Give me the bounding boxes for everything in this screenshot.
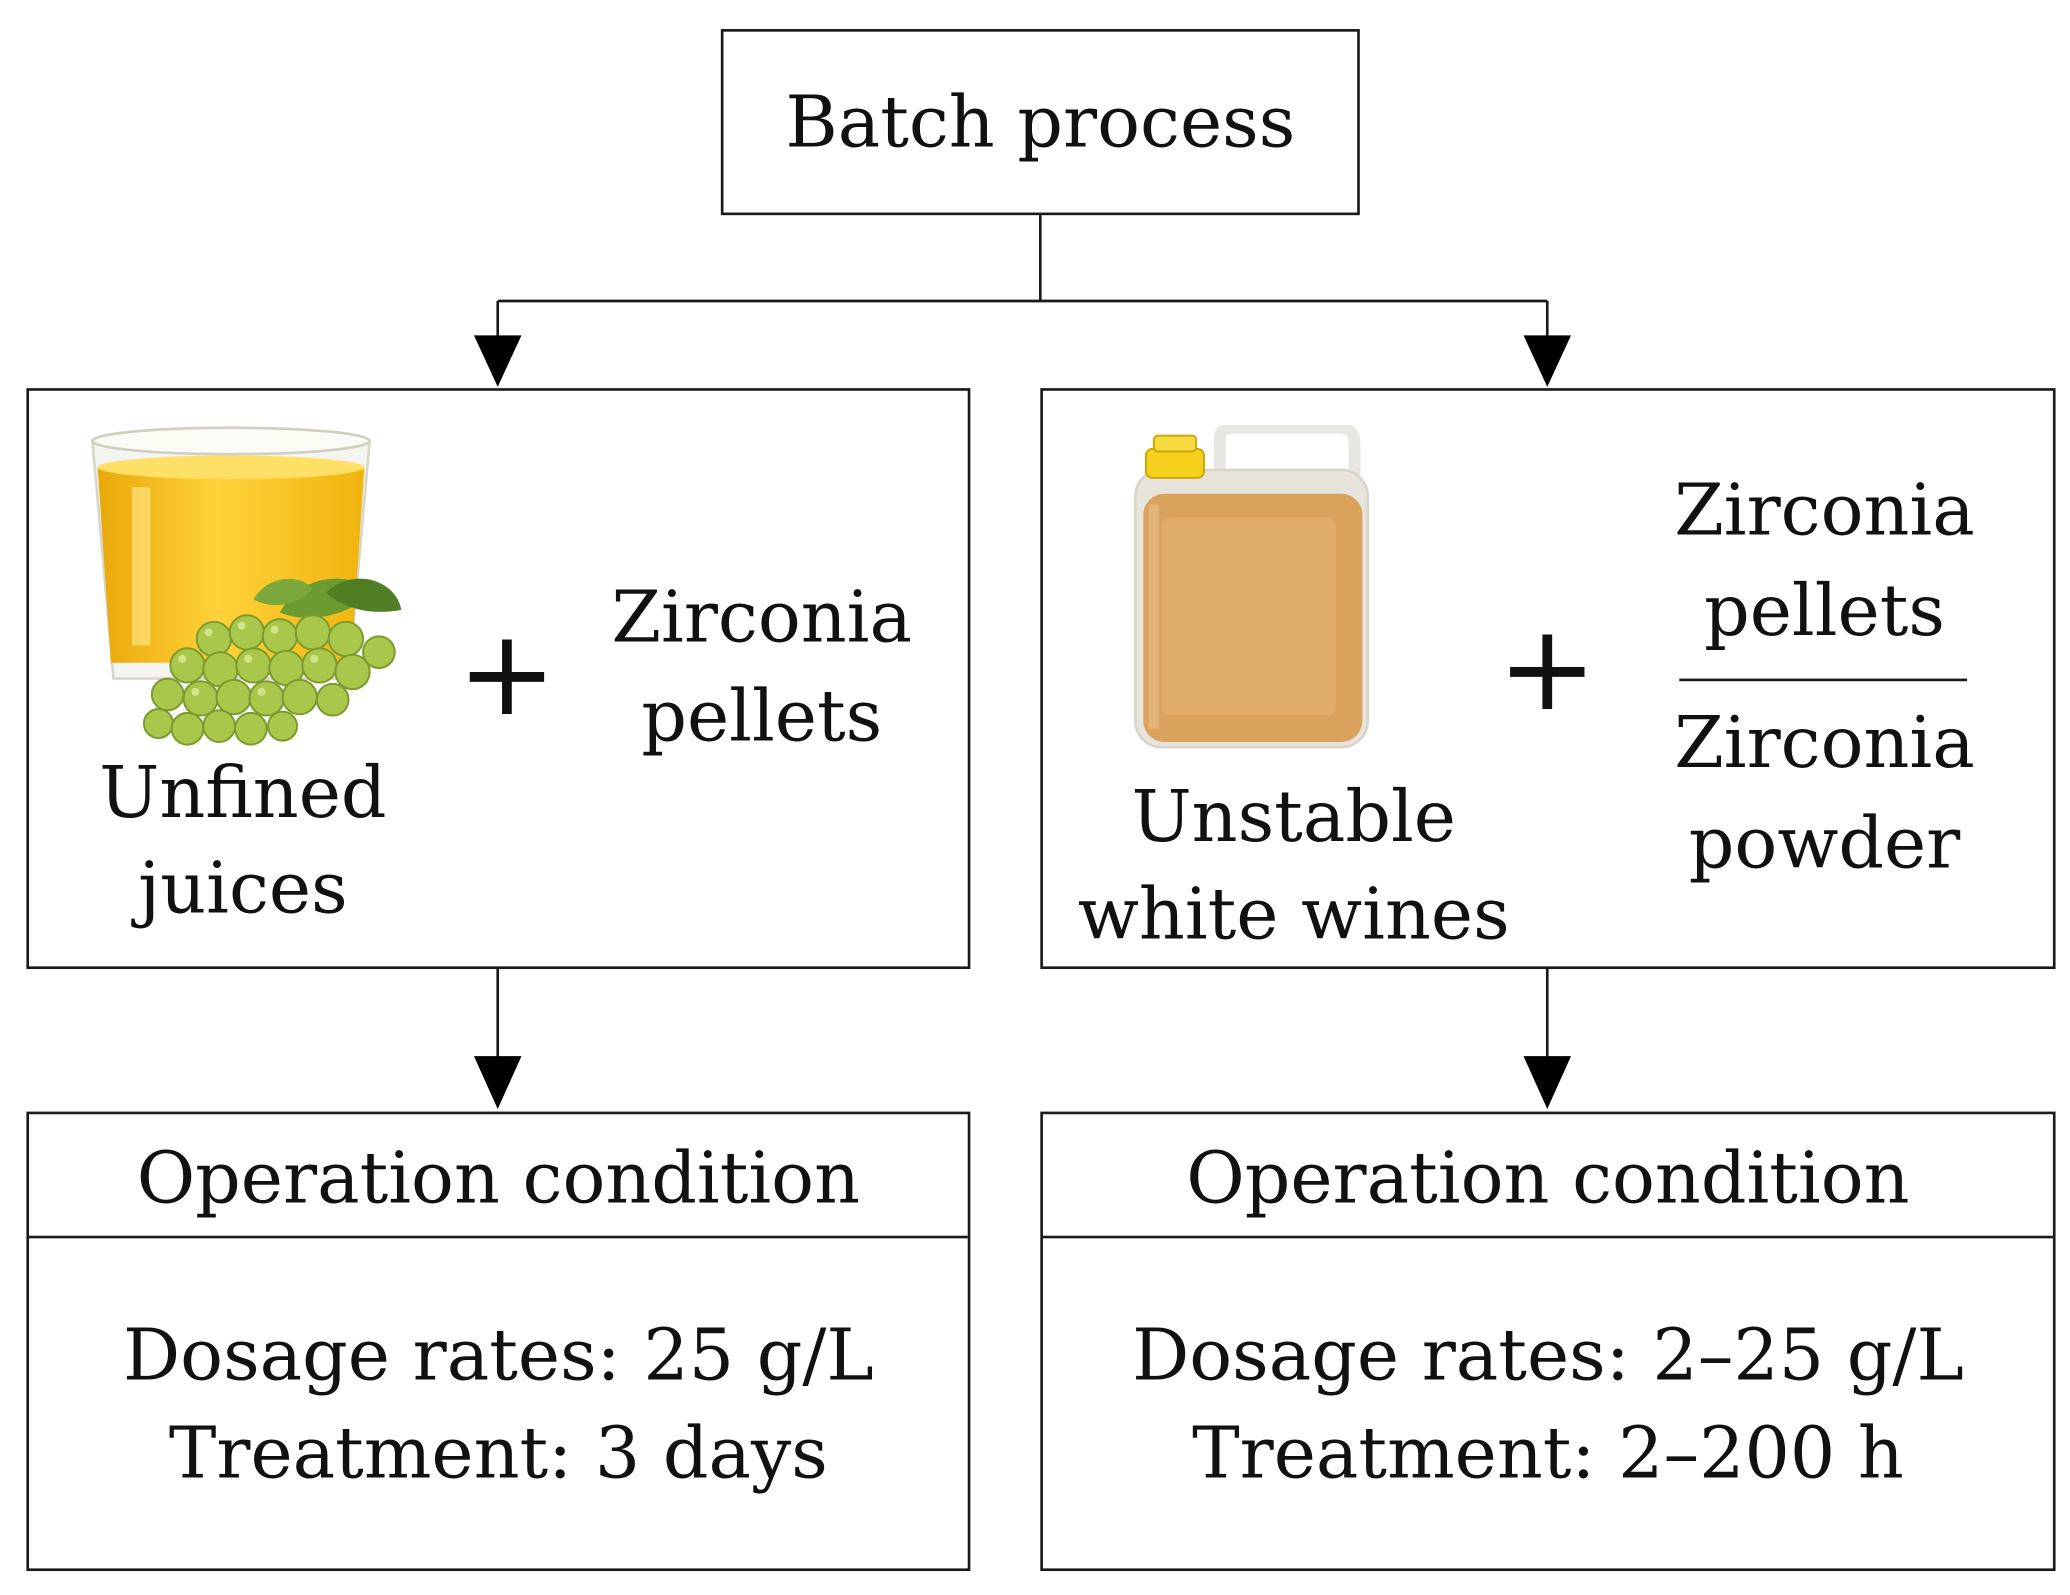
batch-process-box: Batch process — [720, 29, 1360, 216]
juice-operation-box: Operation condition Dosage rates: 25 g/L… — [26, 1111, 971, 1572]
juice-label-line1: Unfined — [99, 751, 387, 835]
juice-dosage-rate: Dosage rates: 25 g/L — [123, 1313, 874, 1397]
right-agent-b-line2: powder — [1688, 801, 1961, 885]
juice-treatment-box: Unfined juices + Zirconia pellets — [26, 388, 971, 970]
wine-label-line1: Unstable — [1131, 774, 1456, 859]
arrow-right-bottom — [1523, 1056, 1572, 1109]
wine-dosage-rate: Dosage rates: 2–25 g/L — [1132, 1313, 1964, 1397]
juice-and-grapes-image — [90, 426, 402, 746]
arrow-left-top — [473, 335, 522, 387]
header-divider-right — [1042, 1235, 2053, 1239]
arrow-right-top — [1523, 335, 1572, 387]
left-agent-line2: pellets — [641, 674, 883, 758]
wine-operation-header: Operation condition — [1186, 1136, 1910, 1220]
header-divider-left — [29, 1235, 968, 1239]
agent-divider — [1679, 678, 1968, 682]
right-agent-b-line1: Zirconia — [1674, 701, 1975, 785]
jerrycan-image — [1134, 425, 1370, 749]
batch-process-title: Batch process — [785, 80, 1296, 164]
juice-treatment-time: Treatment: 3 days — [168, 1411, 828, 1495]
right-agent-a-line1: Zirconia — [1674, 468, 1975, 552]
wine-treatment-time: Treatment: 2–200 h — [1192, 1411, 1904, 1495]
wine-treatment-box: Unstable white wines + Zirconia pellets … — [1040, 388, 2056, 970]
left-agent-line1: Zirconia — [611, 575, 912, 659]
plus-sign-right: + — [1497, 599, 1598, 738]
juice-operation-header: Operation condition — [136, 1136, 861, 1220]
arrow-left-bottom — [473, 1056, 522, 1109]
plus-sign-left: + — [457, 604, 557, 744]
wine-label-line2: white wines — [1077, 872, 1510, 956]
wine-operation-box: Operation condition Dosage rates: 2–25 g… — [1040, 1111, 2056, 1572]
juice-label-line2: juices — [138, 846, 348, 930]
right-agent-a-line2: pellets — [1704, 569, 1945, 653]
